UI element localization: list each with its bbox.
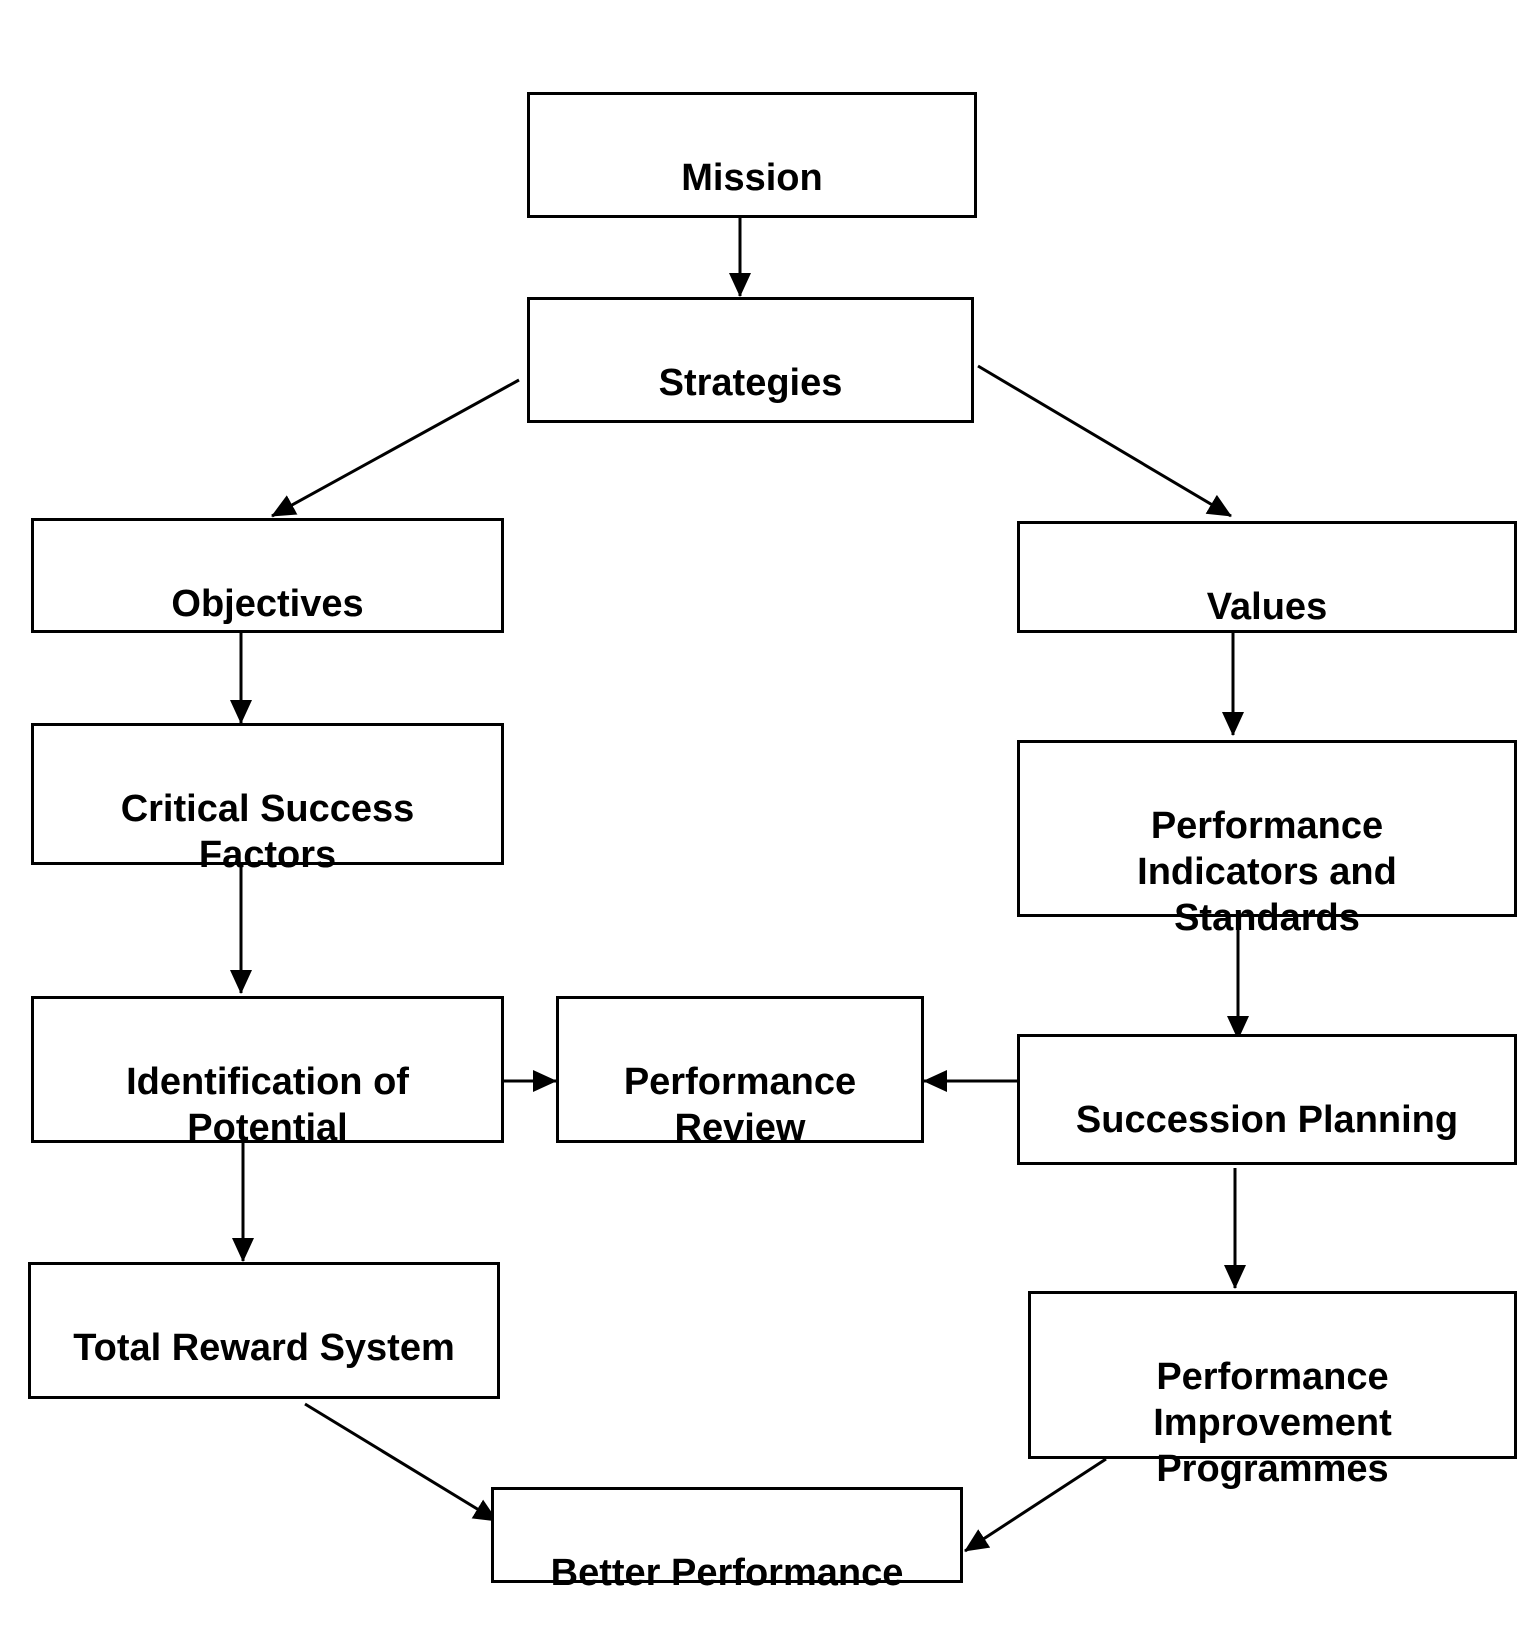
node-succession-planning: Succession Planning xyxy=(1017,1034,1517,1165)
node-mission-label: Mission xyxy=(681,157,823,199)
node-critical-success-factors-label: Critical Success Factors xyxy=(120,788,415,876)
node-values: Values xyxy=(1017,521,1517,633)
node-objectives-label: Objectives xyxy=(171,583,364,625)
edge-reward-to-better xyxy=(304,1402,498,1523)
node-performance-indicators: Performance Indicators and Standards xyxy=(1017,740,1517,939)
edge-strategies-to-objectives xyxy=(271,378,520,518)
node-performance-improvement: Performance Improvement Programmes xyxy=(1028,1291,1517,1490)
node-performance-indicators-label: Performance Indicators and Standards xyxy=(1137,805,1397,939)
edge-improvement-to-better xyxy=(964,1457,1107,1553)
node-performance-review: Performance Review xyxy=(556,996,924,1149)
node-identification-of-potential: Identification of Potential xyxy=(31,996,504,1149)
node-better-performance-label: Better Performance xyxy=(550,1552,904,1594)
node-objectives: Objectives xyxy=(31,518,504,633)
node-identification-of-potential-label: Identification of Potential xyxy=(126,1061,409,1149)
node-mission: Mission xyxy=(527,92,977,218)
node-values-label: Values xyxy=(1206,586,1328,628)
node-performance-improvement-label: Performance Improvement Programmes xyxy=(1153,1356,1392,1490)
node-better-performance: Better Performance xyxy=(491,1487,963,1594)
node-strategies-label: Strategies xyxy=(658,362,843,404)
edge-strategies-to-values xyxy=(977,364,1232,518)
node-total-reward-system: Total Reward System xyxy=(28,1262,500,1399)
node-critical-success-factors: Critical Success Factors xyxy=(31,723,504,876)
node-strategies: Strategies xyxy=(527,297,974,423)
node-performance-review-label: Performance Review xyxy=(623,1061,857,1149)
node-total-reward-system-label: Total Reward System xyxy=(73,1327,455,1369)
node-succession-planning-label: Succession Planning xyxy=(1075,1099,1459,1141)
